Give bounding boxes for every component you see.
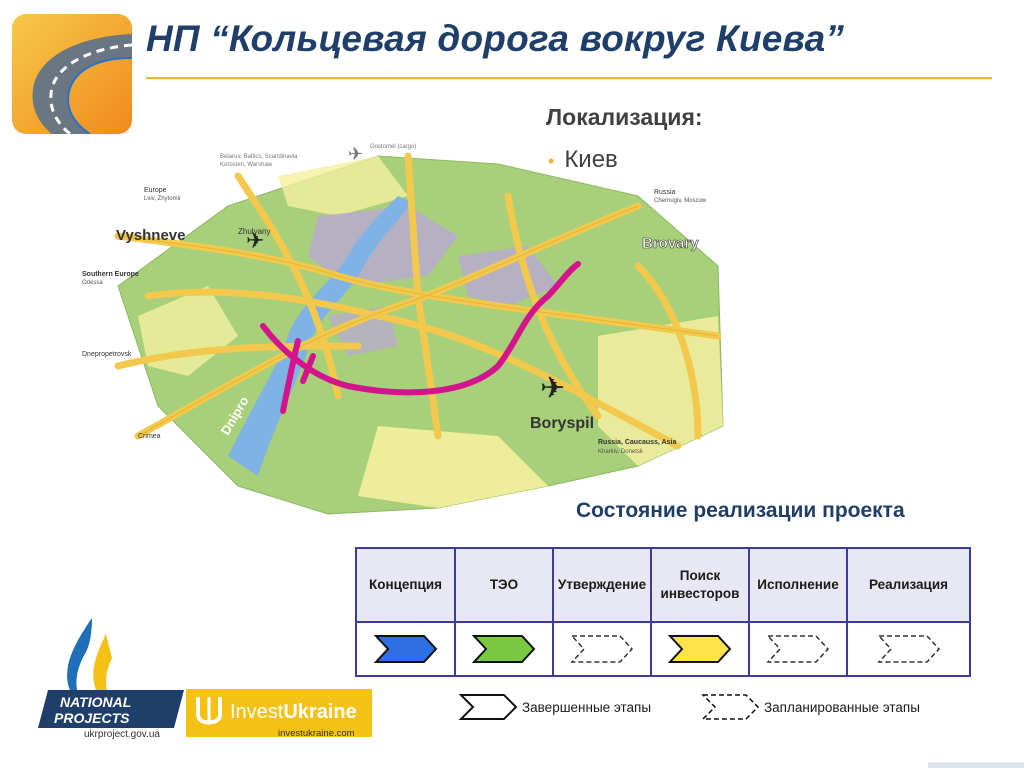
legend-planned-label: Запланированные этапы [764, 699, 920, 715]
national-projects-logo: NATIONAL PROJECTS [38, 618, 184, 728]
stage-status-cell [454, 621, 554, 677]
stage-chevron-icon [570, 635, 634, 663]
footer-accent [928, 762, 1024, 768]
national-projects-url: ukrproject.gov.ua [84, 729, 160, 740]
chevron-shape [876, 635, 940, 663]
dnipro-river [228, 196, 412, 476]
stage-header: Реализация [846, 547, 971, 623]
national-projects-line1: NATIONAL [60, 694, 131, 710]
chevron-shape [570, 635, 634, 663]
stage-chevron-icon [373, 635, 437, 663]
stage-chevron-icon [766, 635, 830, 663]
stage-status-cell [355, 621, 456, 677]
map-label-belarus-sub: Korosten, Warshaw [220, 162, 273, 168]
stage-header: Концепция [355, 547, 456, 623]
stage-status-cell [846, 621, 971, 677]
invest-ukraine-u-icon [196, 697, 222, 725]
planned-chevron-icon [701, 694, 760, 720]
status-title: Состояние реализации проекта [576, 499, 905, 522]
map-label-southern-europe-sub: Odessa [82, 280, 103, 286]
map-label-zhulyany: Zhulyany [238, 227, 270, 236]
stage-header: ТЭО [454, 547, 554, 623]
map-label-brovary: Brovary [642, 235, 699, 252]
ukraine-text: Ukraine [283, 701, 357, 723]
chevron-shape [471, 635, 536, 663]
invest-text: Invest [230, 701, 284, 723]
stage-status-cell [748, 621, 848, 677]
map-label-vyshneve: Vyshneve [116, 227, 186, 244]
map-roads-outline [117, 205, 719, 437]
stage-status-cell [552, 621, 652, 677]
stages-header-row: Концепция ТЭО Утверждение Поиск инвестор… [355, 547, 971, 623]
project-stages-table: Концепция ТЭО Утверждение Поиск инвестор… [355, 547, 971, 677]
stages-status-row [355, 621, 971, 677]
map-label-crimea: Crimea [138, 433, 161, 440]
invest-ukraine-logo: InvestUkraine [186, 689, 372, 737]
location-label: Локализация: [546, 104, 703, 130]
invest-ukraine-text: InvestUkraine [230, 701, 357, 724]
stage-chevron-icon [667, 635, 732, 663]
map-label-gostomel: Gostomel (cargo) [370, 144, 416, 150]
stage-chevron-icon [876, 635, 940, 663]
kiev-ring-road-map: ✈ ✈ ✈ Vyshneve Brovary Boryspil Dnipro Z… [82, 144, 724, 515]
legend-completed: Завершенные этапы [458, 690, 651, 724]
completed-chevron-icon [458, 694, 518, 720]
map-label-europe: Europe [144, 187, 167, 194]
map-label-russia-se-sub: Kharkiv, Donetsk [598, 449, 644, 455]
legend-planned: Запланированные этапы [700, 690, 920, 724]
stage-header: Утверждение [552, 547, 652, 623]
map-label-belarus: Belarus, Baltics, Scandinavia [220, 154, 298, 160]
stage-header: Исполнение [748, 547, 848, 623]
ring-road-route [260, 261, 581, 414]
legend-completed-label: Завершенные этапы [522, 699, 652, 715]
airplane-icon: ✈ [540, 372, 565, 405]
map-label-southern-europe: Southern Europe [82, 271, 139, 278]
map-label-russia-se: Russia, Caucauss, Asia [598, 439, 676, 446]
bullet-icon: • [548, 151, 555, 171]
national-projects-line2: PROJECTS [54, 710, 130, 726]
map-label-russia-ne: Russia [654, 189, 676, 196]
airplane-icon: ✈ [348, 144, 363, 164]
chevron-shape [766, 635, 830, 663]
chevron-shape [667, 635, 732, 663]
map-field [358, 426, 548, 508]
stage-status-cell [650, 621, 750, 677]
title-divider [146, 77, 992, 79]
map-label-russia-ne-sub: Chernugiv, Moscow [654, 198, 707, 204]
chevron-shape [373, 635, 437, 663]
location-item: • Киев [548, 146, 618, 174]
map-field [278, 156, 408, 216]
airplane-icon: ✈ [246, 228, 264, 253]
stage-header: Поиск инвесторов [650, 547, 750, 623]
map-label-boryspil: Boryspil [530, 415, 594, 432]
map-field [598, 316, 723, 466]
map-label-europe-sub: Lviv, Zhytomir [144, 196, 181, 202]
stage-chevron-icon [471, 635, 536, 663]
map-label-dnepropetrovsk: Dnepropetrovsk [82, 351, 132, 358]
road-logo-icon [12, 14, 132, 134]
page-title: НП “Кольцевая дорога вокруг Киева” [146, 18, 845, 59]
location-item-text: Киев [564, 146, 618, 173]
invest-ukraine-url: investukraine.com [278, 728, 355, 739]
